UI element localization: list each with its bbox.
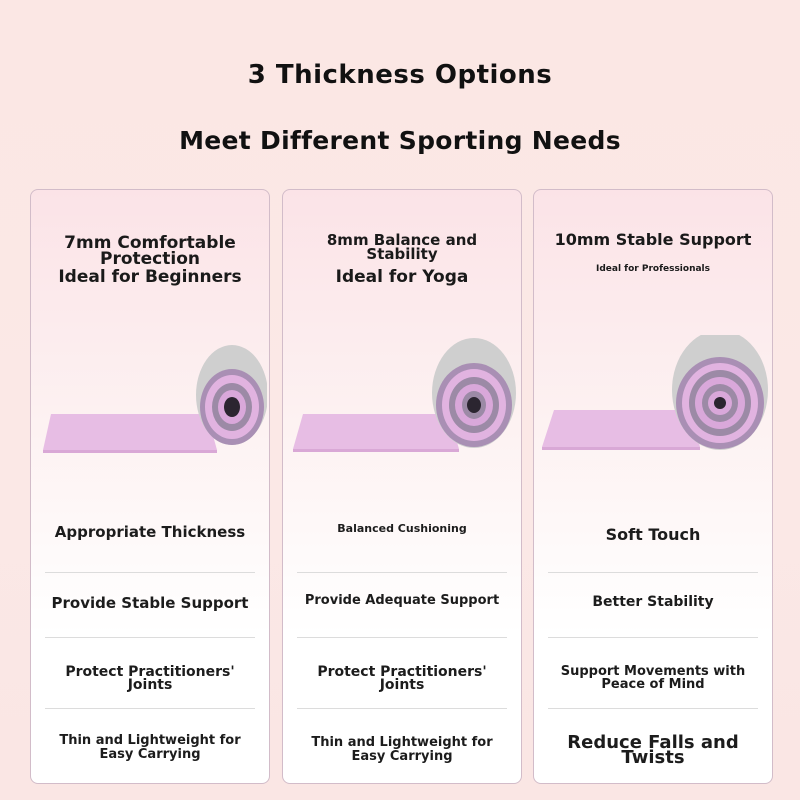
divider [548, 572, 758, 573]
divider [548, 708, 758, 709]
divider [45, 708, 255, 709]
feature-item: Protect Practitioners' Joints [65, 664, 235, 693]
card-subtitle: Ideal for Yoga [335, 267, 469, 287]
divider [297, 637, 507, 638]
card-title: 10mm Stable Support [554, 230, 752, 249]
feature-item: Soft Touch [605, 525, 701, 544]
feature-item: Appropriate Thickness [54, 523, 246, 541]
rolled-mat-image [43, 345, 267, 453]
feature-item: Protect Practitioners' Joints [317, 664, 487, 693]
card-7mm: 7mm Comfortable Protection Ideal for Beg… [30, 189, 270, 784]
feature-item: Support Movements with Peace of Mind [560, 664, 746, 692]
card-8mm: 8mm Balance and Stability Ideal for Yoga… [282, 189, 522, 784]
rolled-mat-image [542, 335, 768, 450]
divider [45, 637, 255, 638]
card-subtitle: Ideal for Beginners [58, 267, 242, 287]
feature-item: Reduce Falls and Twists [567, 732, 739, 768]
page-title: 3 Thickness Options [247, 60, 553, 90]
card-title: 7mm Comfortable Protection [64, 233, 236, 269]
divider [548, 637, 758, 638]
divider [297, 572, 507, 573]
feature-item: Provide Stable Support [51, 594, 249, 612]
feature-item: Better Stability [592, 594, 714, 610]
feature-item: Thin and Lightweight for Easy Carrying [311, 735, 493, 764]
divider [297, 708, 507, 709]
feature-item: Thin and Lightweight for Easy Carrying [59, 733, 241, 762]
feature-item: Balanced Cushioning [337, 522, 467, 535]
rolled-mat-image [293, 338, 516, 452]
card-title: 8mm Balance and Stability [326, 231, 478, 263]
feature-item: Provide Adequate Support [304, 593, 500, 608]
card-subtitle: Ideal for Professionals [596, 264, 710, 274]
page-subtitle: Meet Different Sporting Needs [179, 126, 621, 155]
divider [45, 572, 255, 573]
card-10mm: 10mm Stable Support Ideal for Profession… [533, 189, 773, 784]
